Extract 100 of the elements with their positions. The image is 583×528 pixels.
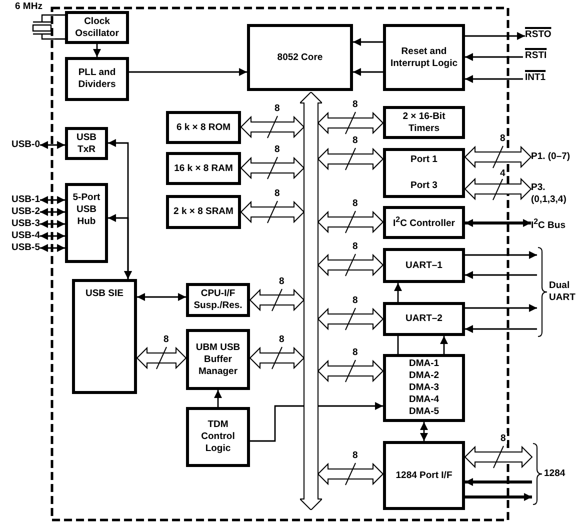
bus-arrow — [317, 254, 384, 276]
arrow — [353, 38, 383, 46]
block-label: 16 k × 8 RAM — [174, 162, 233, 174]
block-label: UART–2 — [406, 313, 442, 325]
bus-arrow — [464, 446, 533, 468]
bus-arrow — [249, 288, 305, 312]
block-box — [383, 206, 465, 239]
arrow — [214, 390, 222, 407]
frequency-label: 6 MHz — [15, 1, 42, 13]
arrow — [440, 336, 448, 354]
block-box — [383, 354, 465, 422]
bus-arrow — [240, 156, 305, 180]
bus-width-label: 8 — [274, 188, 281, 199]
pin-label: RSTO — [525, 29, 565, 43]
group-label: 1284 — [544, 468, 566, 480]
arrow — [40, 196, 65, 204]
block-label: DMA-1 DMA-2 DMA-3 DMA-4 DMA-5 — [408, 358, 440, 418]
block-label: 8052 Core — [277, 52, 323, 64]
arrow — [465, 219, 531, 227]
arrow — [465, 75, 523, 83]
block-label: Clock Oscillator — [74, 16, 120, 40]
arrow — [40, 244, 65, 252]
bus-width-label: 8 — [352, 450, 359, 461]
block-box — [383, 248, 465, 283]
block-label: Port 1 — [410, 154, 438, 166]
bus-width-label: 4 — [499, 168, 506, 179]
pin-label: USB-2 — [2, 206, 40, 218]
arrow — [40, 141, 65, 149]
bus-width-label: 8 — [278, 276, 286, 287]
block-box — [383, 302, 465, 336]
block-box — [186, 283, 250, 317]
block-label: UART–1 — [406, 260, 442, 272]
arrow — [465, 304, 537, 312]
bus-width-label: 8 — [352, 347, 359, 358]
pin-label: I$^{2}$C Bus — [531, 216, 581, 230]
arrow — [250, 402, 383, 442]
bus-arrow — [240, 200, 305, 224]
group-label: Dual UART — [549, 280, 576, 304]
bus-width-label: 8 — [278, 334, 286, 345]
block-box — [247, 24, 353, 91]
bus-width-label: 8 — [352, 135, 359, 146]
block-label: CPU-I/F Susp./Res. — [193, 288, 243, 312]
block-box — [65, 57, 129, 101]
arrow — [353, 68, 383, 76]
block-box — [166, 152, 241, 185]
pin-label: P3. (0,1,3,4) — [531, 182, 581, 208]
block-label: USB SIE — [85, 288, 124, 300]
arrow — [465, 493, 532, 501]
block-label: UBM USB Buffer Manager — [194, 342, 242, 378]
arrow — [465, 32, 525, 40]
pin-label: P1. (0–7) — [531, 151, 581, 164]
block-label: I$^{2}$C Controller — [393, 214, 455, 231]
arrow — [108, 214, 132, 279]
arrow — [465, 478, 532, 486]
pin-label: USB-3 — [2, 218, 40, 230]
block-label: Port 3 — [410, 180, 438, 192]
bus-arrow — [317, 462, 384, 486]
block-label: 6 k × 8 ROM — [176, 122, 231, 134]
block-label: 1284 Port I/F — [396, 470, 452, 482]
block-box — [383, 148, 465, 198]
block-label: 5-Port USB Hub — [72, 192, 101, 228]
bus-arrow — [249, 346, 305, 370]
pin-label: USB-5 — [2, 242, 40, 254]
block-box — [383, 24, 465, 91]
bus-arrow — [317, 308, 384, 330]
pin-label: USB-1 — [2, 194, 40, 206]
block-box — [186, 407, 250, 467]
pin-label: USB-0 — [2, 139, 40, 151]
pin-label: USB-4 — [2, 230, 40, 242]
arrow — [40, 208, 65, 216]
block-label: PLL and Dividers — [77, 67, 117, 91]
pin-label: INT1 — [525, 72, 565, 86]
block-box — [383, 441, 465, 510]
arrow — [465, 53, 523, 61]
block-label: 2 k × 8 SRAM — [174, 206, 234, 218]
arrow — [465, 271, 537, 279]
block-box — [166, 111, 241, 144]
arrow — [465, 325, 537, 333]
bus-arrow — [317, 112, 384, 134]
block-label: TDM Control Logic — [200, 419, 236, 455]
bus-arrow — [464, 178, 532, 200]
bus-width-label: 8 — [352, 241, 359, 252]
bus-width-label: 8 — [162, 334, 170, 345]
bus-arrow — [317, 210, 384, 234]
bus-width-label: 8 — [352, 198, 359, 209]
arrow — [420, 422, 428, 441]
block-label: USB TxR — [75, 132, 98, 156]
arrow — [465, 251, 537, 259]
block-box — [186, 329, 250, 390]
bus-width-label: 8 — [274, 144, 281, 155]
block-box — [65, 183, 108, 263]
bus-arrow — [317, 148, 384, 170]
bus-arrow — [317, 360, 384, 382]
bus-width-label: 8 — [352, 99, 359, 110]
arrow — [394, 283, 402, 302]
arrow — [129, 68, 247, 76]
block-box — [65, 11, 129, 44]
pin-label: RSTI — [525, 50, 565, 64]
bus-width-label: 8 — [499, 133, 506, 144]
bus-arrow — [136, 346, 187, 370]
